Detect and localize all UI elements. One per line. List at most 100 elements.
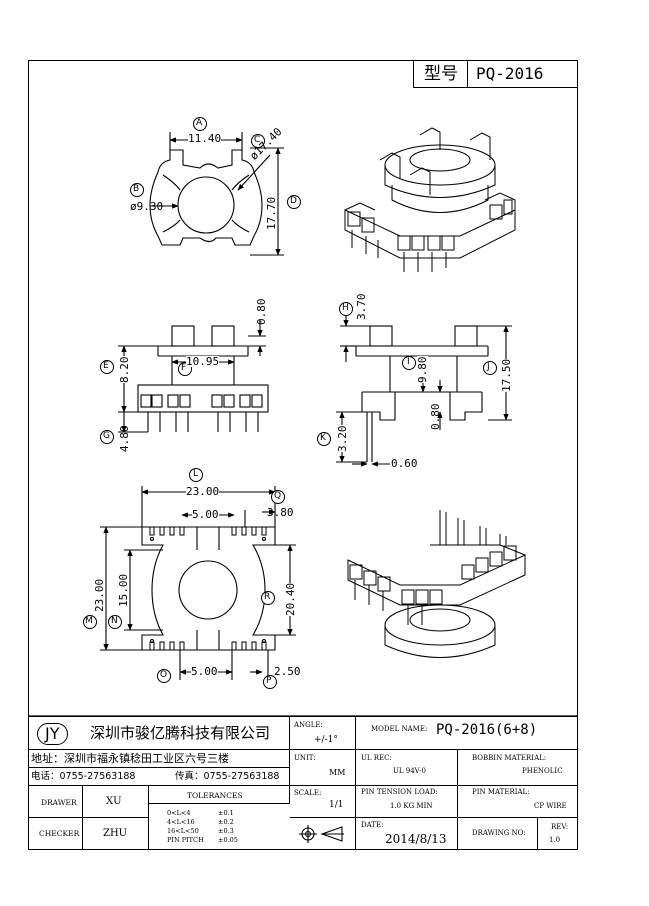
dim-value-side-pin: 0.80 [429, 403, 442, 431]
top-view [149, 149, 263, 246]
unit-cell [290, 750, 356, 786]
dim-letter-o: O [160, 670, 168, 680]
drawer-label-cell [28, 786, 83, 818]
projection-cell [290, 818, 356, 850]
tol-range-2: 4<L<16 [167, 818, 195, 826]
scale: 1/1 [329, 800, 344, 810]
tension-label: PIN TENSION LOAD: [361, 788, 438, 796]
company-logo: JY [37, 723, 68, 745]
drawing-no-label: DRAWING NO: [472, 829, 526, 837]
unit-label: UNIT: [294, 754, 316, 762]
bobbin: PHENOLIC [522, 767, 563, 775]
date: 2014/8/13 [385, 832, 447, 846]
isometric-view-top [344, 127, 516, 272]
address: 地址：深圳市福永镇稔田工业区六号三楼 [31, 752, 229, 765]
dim-value-m: 23.00 [93, 578, 106, 612]
dim-value-j: 17.50 [500, 358, 513, 392]
side-view [355, 325, 489, 462]
ul-cell [356, 750, 458, 786]
address-cell [28, 750, 290, 768]
fax: 传真：0755-27563188 [175, 771, 280, 782]
tol-range-3: 16<L<50 [167, 827, 199, 835]
dim-value-o-top: 5.00 [192, 508, 219, 521]
phone: 电话：0755-27563188 [31, 771, 136, 782]
dim-value-p: 2.50 [274, 665, 301, 678]
tol-value-3: ±0.3 [218, 827, 234, 835]
tension: 1.0 KG MIN [390, 802, 433, 810]
tol-value-1: ±0.1 [218, 809, 234, 817]
dim-value-n: 15.00 [117, 573, 130, 607]
tol-value-2: ±0.2 [218, 818, 234, 826]
date-label: DATE: [361, 821, 384, 829]
bobbin-label: BOBBIN MATERIAL: [472, 754, 547, 762]
dim-letter-j: J [487, 362, 490, 372]
tol-value-4: ±0.05 [218, 836, 238, 844]
drawer-label: DRAWER [41, 798, 77, 807]
model-name: PQ-2016(6+8) [436, 722, 538, 738]
dim-letter-p: P [266, 676, 272, 686]
drawing-no-cell [458, 818, 538, 850]
dim-letter-i: I [407, 357, 410, 367]
tolerance-title-cell [149, 786, 290, 804]
dim-value-q: 3.80 [267, 506, 294, 519]
dim-value-pin-diameter: 0.60 [391, 457, 418, 470]
dim-letter-a: A [196, 118, 203, 128]
type-label: 型号 [424, 64, 458, 84]
unit: MM [329, 768, 346, 777]
dim-value-e: 8.20 [118, 356, 131, 383]
drawer: XU [106, 796, 122, 807]
dim-value-o: 5.00 [191, 665, 218, 678]
checker-label-cell [28, 818, 83, 850]
dim-value-d: 17.70 [265, 196, 278, 230]
dim-value-l: 23.00 [186, 485, 220, 498]
model-header: PQ-2016 [476, 64, 544, 83]
date-cell [356, 818, 458, 850]
dim-value-top-pin: 0.80 [255, 298, 268, 326]
dim-letter-n: N [111, 616, 118, 626]
tolerance-title: TOLERANCES [187, 791, 243, 800]
scale-label: SCALE: [294, 789, 322, 797]
dim-value-a: 11.40 [188, 132, 222, 145]
dim-letter-k: K [320, 433, 326, 443]
dim-value-f: 10.95 [186, 355, 220, 368]
dim-letter-d: D [290, 196, 297, 206]
checker-label: CHECKER [39, 829, 80, 838]
checker-cell [83, 818, 149, 850]
dim-letter-r: R [264, 592, 271, 602]
dim-value-h: 3.70 [355, 293, 368, 321]
angle-cell [290, 716, 356, 750]
projection-symbol-icon [299, 825, 344, 843]
phone-cell [28, 768, 290, 786]
tol-range-1: 0<L<4 [167, 809, 191, 817]
bobbin-cell [458, 750, 578, 786]
model-label: MODEL NAME: [371, 725, 428, 733]
pin-material: CP WIRE [534, 802, 567, 810]
company-name: 深圳市骏亿腾科技有限公司 [90, 724, 271, 742]
dim-letter-e: E [103, 361, 109, 371]
model-header-divider [467, 60, 468, 88]
dim-letter-b: B [133, 184, 140, 194]
bottom-view [141, 526, 276, 651]
front-view [137, 325, 269, 432]
ul-label: UL REC: [361, 754, 392, 762]
dim-letter-q: Q [274, 491, 282, 501]
tension-cell [356, 786, 458, 818]
tol-range-4: PIN PITCH [167, 836, 204, 844]
dim-letter-c: C [254, 135, 261, 145]
drawer-cell [83, 786, 149, 818]
isometric-view-bottom [347, 510, 526, 658]
angle: +/-1° [314, 735, 338, 745]
dim-letter-h: H [342, 303, 349, 313]
company-cell [28, 716, 290, 750]
angle-label: ANGLE: [294, 721, 323, 729]
dim-value-b: ø9.30 [130, 200, 164, 213]
rev: 1.0 [549, 836, 561, 844]
dim-letter-g: G [103, 431, 110, 441]
title-block [28, 716, 578, 850]
dim-value-r: 20.40 [284, 582, 297, 616]
dim-value-i: 9.80 [416, 356, 429, 383]
dim-letter-l: L [193, 469, 199, 479]
pin-material-cell [458, 786, 578, 818]
checker: ZHU [103, 828, 128, 839]
dim-letter-m: M [85, 616, 93, 626]
